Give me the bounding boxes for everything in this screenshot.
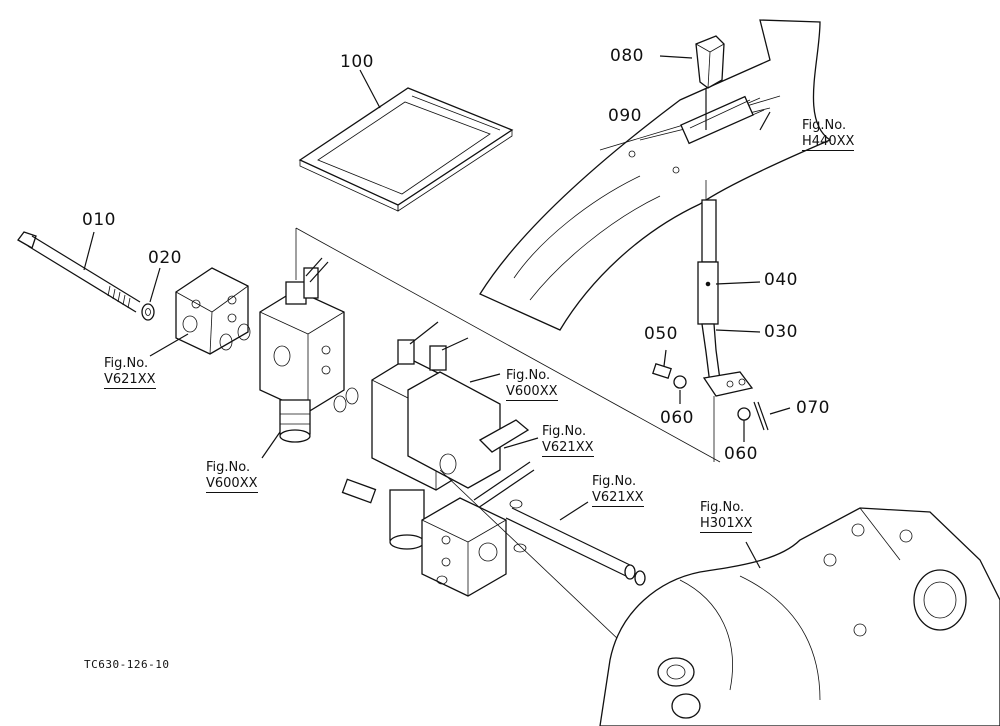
drawing-code: TC630-126-10 [84,658,170,671]
lever-guide-plate-drawing [479,19,832,331]
part-label-050: 050 [644,324,678,344]
fastener-parts-drawing [652,349,791,462]
fig-ref-code: V621XX [542,440,594,457]
fig-ref-code: V600XX [506,384,558,401]
fig-ref-h440: Fig.No. H440XX [802,118,855,151]
fig-ref-v621-low: Fig.No. V621XX [592,474,644,507]
lever-knob-drawing [659,35,725,130]
fig-ref-code: V621XX [104,372,156,389]
part-label-020: 020 [148,248,182,268]
fig-ref-v600-left: Fig.No. V600XX [206,460,258,493]
part-label-010: 010 [82,210,116,230]
end-plate-drawing [149,267,249,357]
pipe-drawing [439,469,646,661]
manifold-block-drawing [421,497,527,597]
fig-ref-code: V621XX [592,490,644,507]
fig-ref-caption: Fig.No. [104,356,149,371]
part-label-060-upper: 060 [660,408,694,428]
fig-ref-caption: Fig.No. [506,368,551,383]
manual-book-drawing [298,69,514,212]
fig-ref-v621-left: Fig.No. V621XX [104,356,156,389]
control-valve-left-drawing [219,227,721,463]
part-label-040: 040 [764,270,798,290]
fig-ref-v600-right: Fig.No. V600XX [506,368,558,401]
part-label-030: 030 [764,322,798,342]
part-label-080: 080 [610,46,644,66]
fig-ref-caption: Fig.No. [542,424,587,439]
fig-ref-code: H440XX [802,134,855,151]
fig-ref-caption: Fig.No. [592,474,637,489]
fig-ref-caption: Fig.No. [206,460,251,475]
part-label-060-lower: 060 [724,444,758,464]
part-label-070: 070 [796,398,830,418]
fig-ref-code: H301XX [700,516,753,533]
part-label-100: 100 [340,52,374,72]
shift-lever-drawing [697,180,761,397]
bolt-drawing [17,231,161,321]
fig-ref-code: V600XX [206,476,258,493]
transmission-housing-drawing [599,507,1000,726]
fig-ref-caption: Fig.No. [700,500,745,515]
control-valve-mid-drawing [341,321,535,550]
fig-ref-h301: Fig.No. H301XX [700,500,753,533]
fig-ref-caption: Fig.No. [802,118,847,133]
fig-ref-v621-mid: Fig.No. V621XX [542,424,594,457]
leader-lines [261,111,771,521]
part-label-090: 090 [608,106,642,126]
